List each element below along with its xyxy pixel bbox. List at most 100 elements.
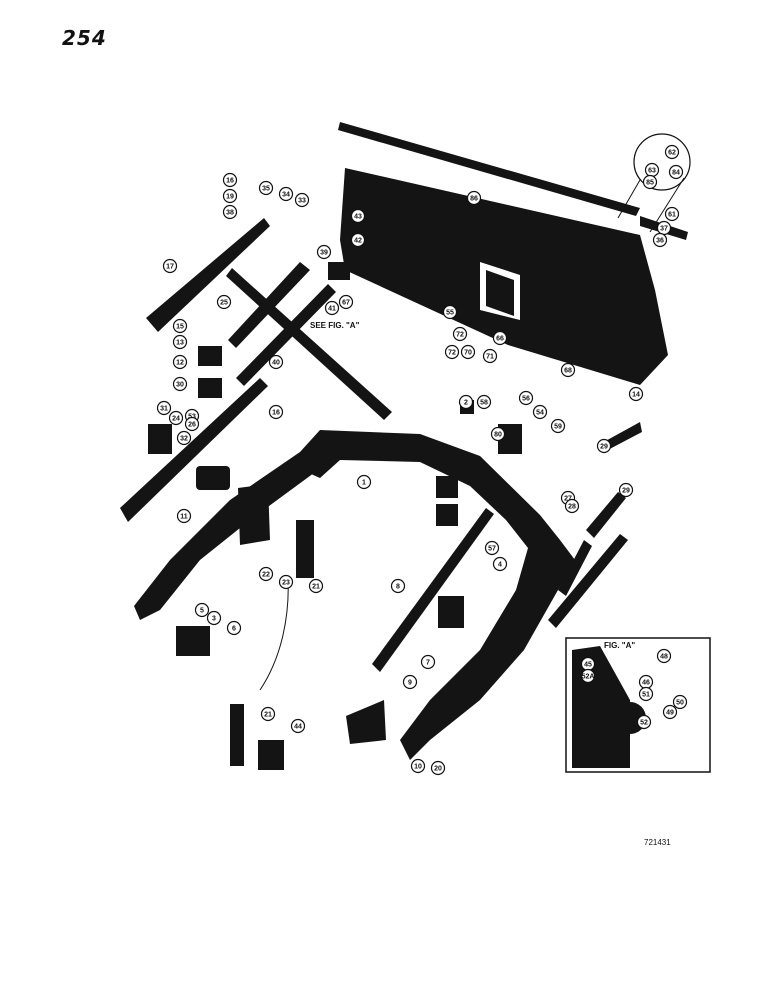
callout-circle bbox=[260, 706, 276, 722]
callout-circle bbox=[652, 232, 668, 248]
callout-circle bbox=[580, 668, 596, 684]
callout-label: 50 bbox=[676, 700, 684, 707]
callout-80: 80 bbox=[490, 426, 506, 442]
callout-circle bbox=[206, 610, 222, 626]
callout-circle bbox=[420, 654, 436, 670]
callout-label: 66 bbox=[496, 336, 504, 343]
callout-44: 44 bbox=[290, 718, 306, 734]
callout-37: 37 bbox=[656, 220, 672, 236]
callout-circle bbox=[278, 186, 294, 202]
callout-16: 16 bbox=[268, 404, 284, 420]
callout-label: 14 bbox=[632, 392, 640, 399]
callout-circle bbox=[532, 404, 548, 420]
callout-26: 26 bbox=[184, 416, 200, 432]
callout-61: 61 bbox=[664, 206, 680, 222]
callout-circle bbox=[444, 344, 460, 360]
callout-label: 38 bbox=[226, 210, 234, 217]
callout-circle bbox=[356, 474, 372, 490]
callout-label: 32 bbox=[180, 436, 188, 443]
push-rod bbox=[372, 508, 494, 672]
callout-label: 41 bbox=[328, 306, 336, 313]
callout-86: 86 bbox=[466, 190, 482, 206]
callout-66: 66 bbox=[492, 330, 508, 346]
callout-21: 21 bbox=[308, 578, 324, 594]
callout-55: 55 bbox=[442, 304, 458, 320]
callout-32: 32 bbox=[176, 430, 192, 446]
callout-3: 3 bbox=[206, 610, 222, 626]
callout-33: 33 bbox=[294, 192, 310, 208]
callout-circle bbox=[458, 394, 474, 410]
callout-circle bbox=[672, 694, 688, 710]
callout-6: 6 bbox=[226, 620, 242, 636]
callout-label: 61 bbox=[668, 212, 676, 219]
callout-label: 12 bbox=[176, 360, 184, 367]
callout-label: 7 bbox=[426, 660, 430, 667]
callout-label: 11 bbox=[180, 514, 188, 521]
callout-31: 31 bbox=[156, 400, 172, 416]
callout-label: 59 bbox=[554, 424, 562, 431]
callout-circle bbox=[460, 344, 476, 360]
callout-28: 28 bbox=[564, 498, 580, 514]
callout-20: 20 bbox=[430, 760, 446, 776]
callout-circle bbox=[194, 602, 210, 618]
callout-label: 63 bbox=[648, 168, 656, 175]
callout-circle bbox=[162, 258, 178, 274]
callout-circle bbox=[636, 714, 652, 730]
callout-22: 22 bbox=[258, 566, 274, 582]
callout-label: 24 bbox=[172, 416, 180, 423]
callout-label: 16 bbox=[226, 178, 234, 185]
callout-12: 12 bbox=[172, 354, 188, 370]
callout-label: 43 bbox=[354, 214, 362, 221]
callout-circle bbox=[172, 334, 188, 350]
callout-circle bbox=[618, 482, 634, 498]
callout-16: 16 bbox=[222, 172, 238, 188]
callout-38: 38 bbox=[222, 204, 238, 220]
callout-circle bbox=[222, 188, 238, 204]
callout-label: 17 bbox=[166, 264, 174, 271]
callout-label: 42 bbox=[354, 238, 362, 245]
left-arm bbox=[120, 378, 268, 522]
callout-circle bbox=[484, 540, 500, 556]
callout-circle bbox=[172, 376, 188, 392]
callout-circle bbox=[216, 294, 232, 310]
see-fig-label: SEE FIG. "A" bbox=[310, 321, 360, 330]
callout-circle bbox=[316, 244, 332, 260]
callout-label: 2 bbox=[464, 400, 468, 407]
callout-label: 23 bbox=[282, 580, 290, 587]
callout-label: 80 bbox=[494, 432, 502, 439]
callout-41: 41 bbox=[324, 300, 340, 316]
callout-1: 1 bbox=[356, 474, 372, 490]
callout-circle bbox=[268, 404, 284, 420]
callout-label: 22 bbox=[262, 572, 270, 579]
callout-circle bbox=[596, 438, 612, 454]
callout-23: 23 bbox=[278, 574, 294, 590]
callout-68: 68 bbox=[560, 362, 576, 378]
callout-circle bbox=[492, 330, 508, 346]
callout-circle bbox=[664, 144, 680, 160]
callout-42: 42 bbox=[350, 232, 366, 248]
callout-circle bbox=[184, 416, 200, 432]
callout-57: 57 bbox=[484, 540, 500, 556]
callout-circle bbox=[294, 192, 310, 208]
callout-label: 55 bbox=[446, 310, 454, 317]
callout-circle bbox=[518, 390, 534, 406]
callout-49: 49 bbox=[662, 704, 678, 720]
callout-label: 26 bbox=[188, 422, 196, 429]
callout-52A: 52A bbox=[580, 668, 596, 684]
callout-14: 14 bbox=[628, 386, 644, 402]
callout-label: 13 bbox=[176, 340, 184, 347]
callout-label: 29 bbox=[600, 444, 608, 451]
callout-43: 43 bbox=[350, 208, 366, 224]
c-frame bbox=[134, 430, 575, 760]
callout-circle bbox=[222, 172, 238, 188]
callout-48: 48 bbox=[656, 648, 672, 664]
callout-label: 68 bbox=[564, 368, 572, 375]
callout-label: 20 bbox=[434, 766, 442, 773]
callout-label: 1 bbox=[362, 480, 366, 487]
callout-circle bbox=[350, 208, 366, 224]
callout-circle bbox=[442, 304, 458, 320]
leader-curve bbox=[259, 575, 289, 691]
callout-72: 72 bbox=[452, 326, 468, 342]
callout-67: 67 bbox=[338, 294, 354, 310]
callout-45: 45 bbox=[580, 656, 596, 672]
